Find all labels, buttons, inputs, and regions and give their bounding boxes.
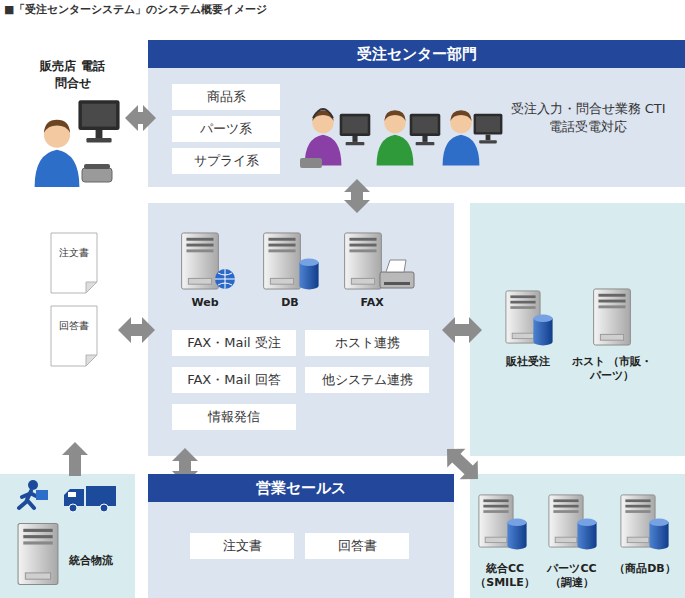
sales-band: 営業セールス注文書 回答書	[148, 474, 454, 598]
caller-figure	[35, 100, 120, 187]
server-area: Web DB FAX FAX・Mail 受注 ホスト連携 FAX・Mail 回答 他システム…	[148, 203, 454, 456]
system-area: 統合CC （SMILE）パーツCC （調達） （商品DB）	[470, 474, 685, 598]
category-box: 商品系	[172, 84, 280, 110]
function-box: 情報発信	[172, 404, 296, 430]
text-slot: パーツ系	[172, 116, 280, 142]
text-slot: 他システム連携	[305, 367, 429, 393]
node-text: 受注入力・問合せ業務 CTI 電話受電対応	[508, 100, 668, 136]
text-slot: FAX	[342, 296, 402, 310]
document-sheet: 回答書	[50, 305, 98, 367]
logistics-figures	[18, 480, 116, 584]
node-text: パーツ系	[200, 121, 252, 137]
node-text: サプライ系	[194, 153, 259, 169]
text-slot: DB	[260, 296, 320, 310]
text-slot: ホスト （市販・パーツ）	[567, 355, 657, 383]
server-icons	[182, 233, 669, 550]
node-text: 統合物流	[58, 554, 124, 568]
text-slot: 販社受注	[483, 355, 573, 369]
node-text: 情報発信	[208, 409, 260, 425]
text-slot: 受注センター部門	[148, 40, 685, 68]
text-slot: 統合物流	[58, 554, 124, 568]
text-slot: 回答書	[50, 319, 98, 332]
block-arrow	[172, 448, 198, 484]
node-text: FAX	[342, 296, 402, 310]
category-box: パーツ系	[172, 116, 280, 142]
document-box: 注文書	[190, 533, 294, 559]
document-outline	[50, 232, 98, 294]
function-box: ホスト連携	[305, 330, 429, 356]
text-slot: 回答書	[305, 533, 409, 559]
node-text: ホスト （市販・パーツ）	[567, 355, 657, 383]
node-text: 営業セールス	[148, 474, 454, 502]
node-text: 受注センター部門	[148, 40, 685, 68]
node-text: FAX・Mail 回答	[187, 372, 281, 388]
node-text: FAX・Mail 受注	[187, 335, 281, 351]
department-band: 受注センター部門受注入力・問合せ業務 CTI 電話受電対応 商品系パーツ系サプライ…	[148, 40, 685, 187]
node-text: 販社受注	[483, 355, 573, 369]
text-slot: 販売店 電話問合せ	[35, 58, 110, 92]
document-box: 回答書	[305, 533, 409, 559]
text-slot: 注文書	[190, 533, 294, 559]
document-sheet: 注文書	[50, 232, 98, 294]
text-slot: 情報発信	[172, 404, 296, 430]
text-slot: 注文書	[50, 246, 98, 259]
text-slot: Web	[175, 296, 235, 310]
function-box: FAX・Mail 回答	[172, 367, 296, 393]
node-text: パーツCC （調達）	[539, 562, 605, 590]
block-arrow	[344, 179, 370, 213]
node-text: 他システム連携	[322, 372, 413, 388]
function-box: FAX・Mail 受注	[172, 330, 296, 356]
node-text: DB	[260, 296, 320, 310]
node-text: ホスト連携	[335, 335, 400, 351]
node-text: 統合CC （SMILE）	[472, 562, 538, 590]
node-text: 注文書	[50, 246, 98, 259]
text-slot: FAX・Mail 回答	[172, 367, 296, 393]
text-slot: パーツCC （調達）	[539, 562, 605, 590]
text-slot: 商品系	[172, 84, 280, 110]
text-slot: 営業セールス	[148, 474, 454, 502]
node-text: 販売店 電話問合せ	[35, 58, 110, 92]
block-arrow	[447, 449, 478, 480]
category-box: サプライ系	[172, 148, 280, 174]
node-text: （商品DB）	[610, 562, 680, 576]
text-slot: ホスト連携	[305, 330, 429, 356]
block-arrow	[118, 317, 155, 343]
block-arrow	[125, 105, 156, 131]
node-text: 商品系	[207, 89, 246, 105]
diagram-title: ■「受注センターシステム」のシステム概要イメージ	[4, 2, 267, 17]
node-text: 注文書	[223, 538, 262, 554]
block-arrow	[62, 442, 88, 476]
block-arrow	[442, 317, 482, 343]
text-slot: 受注入力・問合せ業務 CTI 電話受電対応	[508, 100, 668, 136]
node-text: 回答書	[50, 319, 98, 332]
operator-figures	[300, 109, 502, 168]
text-slot: （商品DB）	[610, 562, 680, 576]
node-text: 回答書	[338, 538, 377, 554]
logistics-area: 統合物流	[0, 474, 135, 598]
text-slot: FAX・Mail 受注	[172, 330, 296, 356]
document-outline	[50, 305, 98, 367]
text-slot: 統合CC （SMILE）	[472, 562, 538, 590]
function-box: 他システム連携	[305, 367, 429, 393]
text-slot: サプライ系	[172, 148, 280, 174]
node-text: Web	[175, 296, 235, 310]
system-area: 販社受注ホスト （市販・パーツ）	[470, 203, 685, 456]
actor-area: 販売店 電話問合せ	[15, 55, 130, 190]
